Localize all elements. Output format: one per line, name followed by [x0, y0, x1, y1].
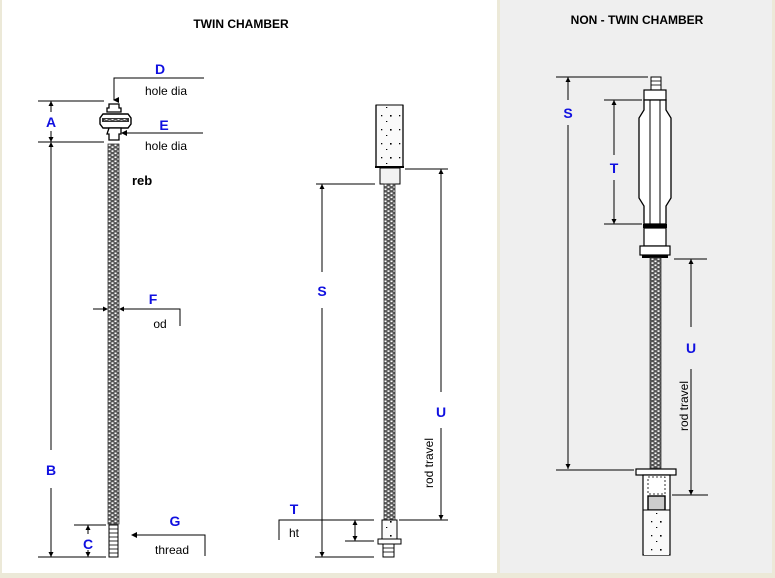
dimension-E: E hole dia — [121, 117, 203, 153]
rod-label: reb — [132, 173, 152, 188]
twin-chamber-panel — [2, 0, 497, 573]
dim-label-T-twin: T — [290, 501, 299, 517]
non-twin-chamber-title: NON - TWIN CHAMBER — [571, 13, 704, 27]
dim-label-C: C — [83, 536, 93, 552]
dimension-T-twin: T ht — [278, 501, 374, 542]
dim-note-G: thread — [155, 543, 189, 557]
dimension-F: F od — [93, 291, 181, 331]
dimension-G: G thread — [131, 513, 206, 557]
twin-rod-figure — [99, 103, 132, 558]
dim-label-S-twin: S — [317, 283, 326, 299]
dim-label-T-non-twin: T — [610, 160, 619, 176]
dimension-U-twin: U rod travel — [399, 168, 448, 521]
non-twin-chamber-figure — [635, 76, 677, 556]
dim-label-S-non-twin: S — [563, 105, 572, 121]
non-twin-chamber-panel — [500, 0, 772, 573]
dimension-A: A — [38, 100, 104, 143]
dimension-S-twin: S — [315, 183, 375, 558]
dim-label-F: F — [149, 291, 158, 307]
dimension-C: C — [74, 524, 106, 557]
dim-label-E: E — [159, 117, 168, 133]
dim-label-U-non-twin: U — [686, 340, 696, 356]
dim-note-U-non-twin: rod travel — [677, 381, 691, 431]
dim-label-A: A — [46, 114, 56, 130]
dim-label-B: B — [46, 462, 56, 478]
dimension-U-non-twin: U rod travel — [672, 258, 708, 496]
twin-chamber-title: TWIN CHAMBER — [193, 17, 289, 31]
dim-note-T-twin: ht — [289, 526, 300, 540]
dim-note-F: od — [153, 317, 166, 331]
dimension-S-non-twin: S — [556, 76, 648, 471]
dim-note-U-twin: rod travel — [422, 438, 436, 488]
dim-label-U-twin: U — [436, 404, 446, 420]
twin-chamber-figure — [375, 104, 404, 558]
dim-label-G: G — [170, 513, 181, 529]
dim-label-D: D — [155, 61, 165, 77]
dimension-B: B — [38, 142, 106, 558]
dim-note-E: hole dia — [145, 139, 187, 153]
dim-note-D: hole dia — [145, 84, 187, 98]
dimension-T-non-twin: T — [604, 99, 642, 225]
dimension-D: D hole dia — [113, 61, 204, 103]
